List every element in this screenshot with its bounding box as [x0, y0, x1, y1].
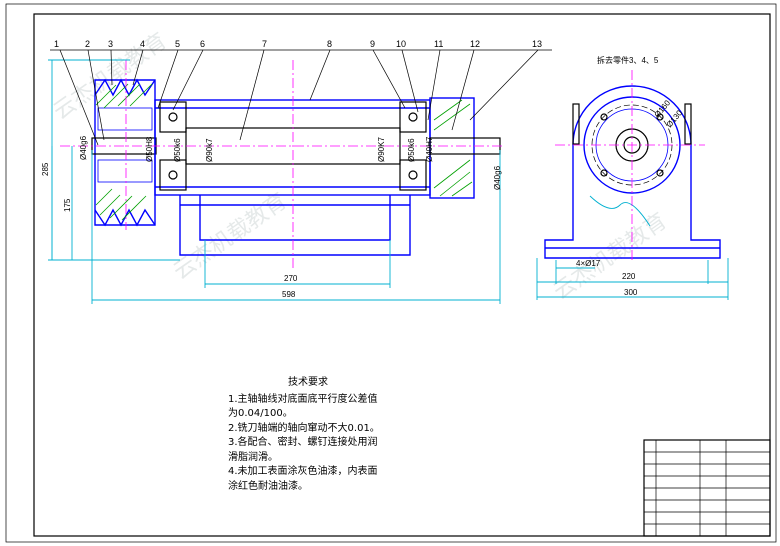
note-line: 3.各配合、密封、螺钉连接处用润 [228, 437, 378, 448]
note-line: 滑脂润滑。 [228, 451, 278, 463]
svg-text:13: 13 [532, 39, 542, 49]
svg-text:云杰机载教育: 云杰机载教育 [169, 189, 291, 285]
note-line: 为0.04/100。 [228, 408, 293, 419]
svg-text:285: 285 [41, 162, 50, 176]
side-view: 拆去零件3、4、5 Ø160 Ø130 4×Ø17 220 300 [536, 55, 729, 300]
housing-base [179, 195, 411, 256]
svg-text:Ø40g6: Ø40g6 [493, 165, 502, 190]
svg-text:1: 1 [54, 39, 59, 49]
pulley-hatch [95, 83, 153, 221]
svg-text:6: 6 [200, 39, 205, 49]
technical-requirements: 技术要求 1.主轴轴线对底面底平行度公差值 为0.04/100。 2.铣刀轴端的… [228, 376, 428, 494]
inner-border [33, 13, 771, 537]
bearing-left-bottom [159, 159, 187, 191]
svg-text:Ø40g6: Ø40g6 [79, 135, 88, 160]
svg-text:8: 8 [327, 39, 332, 49]
svg-text:Ø90K7: Ø90K7 [377, 137, 386, 162]
note-line: 2.铣刀轴端的轴向窜动不大0.01。 [228, 422, 380, 434]
notes-title: 技术要求 [288, 377, 328, 388]
side-view-note: 拆去零件3、4、5 [597, 55, 659, 65]
svg-text:270: 270 [284, 274, 298, 283]
note-line: 1.主轴轴线对底面底平行度公差值 [228, 393, 378, 405]
svg-text:Ø130: Ø130 [665, 108, 685, 129]
end-cap-hatch [433, 99, 473, 197]
svg-text:10: 10 [396, 39, 406, 49]
svg-text:175: 175 [63, 198, 72, 212]
bearing-right-bottom [399, 159, 427, 191]
svg-text:云杰机载教育: 云杰机载教育 [549, 209, 671, 305]
note-line: 涂红色耐油油漆。 [228, 480, 308, 492]
svg-text:4: 4 [140, 39, 145, 49]
svg-text:300: 300 [624, 288, 638, 297]
part-leaders [50, 49, 552, 146]
svg-text:3: 3 [108, 39, 113, 49]
svg-text:220: 220 [622, 272, 636, 281]
note-line: 4.未加工表面涂灰色油漆，内表面 [228, 466, 378, 477]
svg-text:5: 5 [175, 39, 180, 49]
svg-text:9: 9 [370, 39, 375, 49]
cutter-end-cap [429, 97, 475, 199]
title-block [643, 439, 771, 537]
svg-text:Ø90k7: Ø90k7 [205, 138, 214, 162]
svg-text:Ø50H8: Ø50H8 [145, 136, 154, 162]
svg-text:Ø50k6: Ø50k6 [173, 138, 182, 162]
svg-text:7: 7 [262, 39, 267, 49]
svg-text:11: 11 [434, 39, 443, 49]
bearing-right-top [399, 101, 427, 133]
bearing-left-top [159, 101, 187, 133]
svg-text:Ø40H7: Ø40H7 [425, 136, 434, 162]
svg-text:598: 598 [282, 290, 296, 299]
dimension-texts: Ø40g6 Ø50H8 Ø50k6 Ø90k7 Ø90K7 Ø50k6 Ø40H… [41, 135, 502, 299]
svg-text:12: 12 [470, 39, 480, 49]
outer-border [5, 3, 777, 543]
svg-text:2: 2 [85, 39, 90, 49]
front-view: 1 2 3 4 5 6 7 8 9 10 11 12 13 Ø40g6 Ø50H… [41, 39, 552, 304]
svg-text:Ø50k6: Ø50k6 [407, 138, 416, 162]
housing-body [154, 99, 431, 196]
part-labels: 1 2 3 4 5 6 7 8 9 10 11 12 13 [54, 39, 542, 49]
side-base [544, 145, 721, 259]
svg-text:4×Ø17: 4×Ø17 [576, 259, 601, 268]
